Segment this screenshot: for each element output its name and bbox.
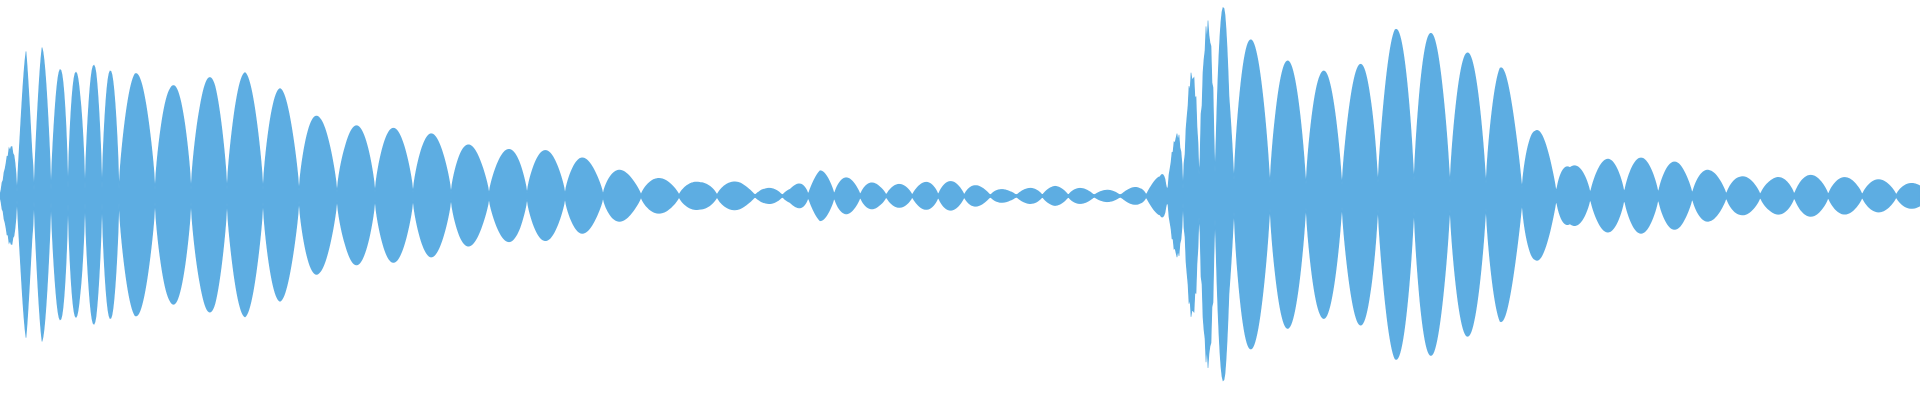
waveform-signal-path [0, 6, 1920, 382]
